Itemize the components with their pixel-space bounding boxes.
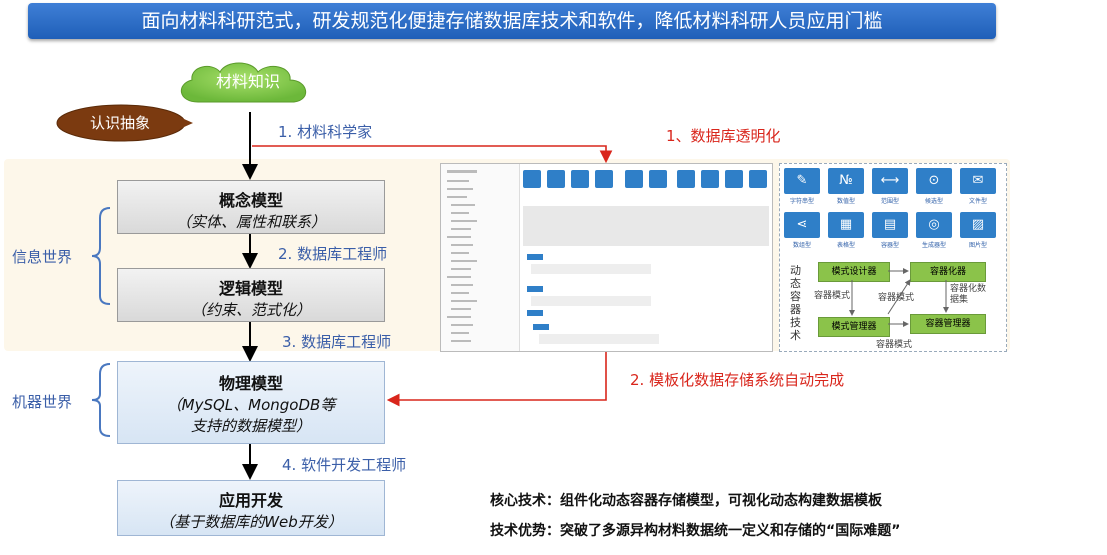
component-tile-icon: ▨ xyxy=(960,212,996,238)
logic-model-sub: （约束、范式化） xyxy=(190,301,311,319)
red-label-1: 1、数据库透明化 xyxy=(666,127,781,145)
app-dev-box: 应用开发 （基于数据库的Web开发） xyxy=(117,480,385,536)
machine-world-label: 机器世界 xyxy=(12,393,73,411)
app-dev-sub: （基于数据库的Web开发） xyxy=(159,513,343,531)
component-tile-label: 字符串型 xyxy=(789,198,814,205)
concept-model-title: 概念模型 xyxy=(218,191,283,210)
component-tile-label: 文件型 xyxy=(968,198,987,205)
component-tile-label: 数值型 xyxy=(836,198,855,205)
container-mode-label-middle: 容器模式 xyxy=(878,293,915,303)
physical-model-title: 物理模型 xyxy=(218,374,283,393)
editor-tree-panel xyxy=(441,164,520,351)
container-data-label: 容器化数据集 xyxy=(950,284,987,305)
logic-model-title: 逻辑模型 xyxy=(218,279,283,298)
container-mode-label-left: 容器模式 xyxy=(814,291,851,301)
component-tile-icon: ⋖ xyxy=(784,212,820,238)
step-1-label: 1. 材料科学家 xyxy=(278,123,373,141)
containerizer-box: 容器化器 xyxy=(910,262,986,282)
physical-model-sub1: （MySQL、MongoDB等 xyxy=(166,396,336,414)
component-tile-icon: ⟷ xyxy=(872,168,908,194)
container-flow-arrows xyxy=(849,268,949,327)
container-manager-box: 容器管理器 xyxy=(910,314,986,334)
physical-model-box: 物理模型 （MySQL、MongoDB等 支持的数据模型） xyxy=(117,361,385,444)
step-2-label: 2. 数据库工程师 xyxy=(278,245,388,263)
container-mode-label-bottom: 容器模式 xyxy=(876,340,913,350)
component-tile-label: 候选型 xyxy=(924,198,943,205)
step-4-label: 4. 软件开发工程师 xyxy=(282,456,407,474)
component-tile-label: 表格型 xyxy=(836,242,855,249)
info-world-label: 信息世界 xyxy=(12,248,73,266)
cloud-label: 材料知识 xyxy=(215,72,280,91)
template-editor-screenshot xyxy=(440,163,773,352)
component-tile-icon: ✉ xyxy=(960,168,996,194)
schema-designer-box: 模式设计器 xyxy=(818,262,890,282)
component-tile-label: 容器型 xyxy=(880,242,899,249)
component-tile-icon: № xyxy=(828,168,864,194)
component-tile-label: 范围型 xyxy=(880,198,899,205)
editor-toolbar-icons xyxy=(523,170,767,188)
abstraction-ellipse xyxy=(56,104,193,142)
technology-advantage-text: 技术优势：突破了多源异构材料数据统一定义和存储的“国际难题” xyxy=(490,523,901,539)
page-title-banner: 面向材料科研范式，研发规范化便捷存储数据库技术和软件，降低材料科研人员应用门槛 xyxy=(28,3,996,39)
knowledge-cloud-icon xyxy=(181,62,306,103)
abstraction-label: 认识抽象 xyxy=(89,114,150,132)
component-tile-label: 数组型 xyxy=(792,242,811,249)
editor-form-area xyxy=(523,206,769,344)
schema-manager-box: 模式管理器 xyxy=(818,317,890,337)
core-technology-text: 核心技术：组件化动态容器存储模型，可视化动态构建数据模板 xyxy=(490,493,882,509)
component-tile-icon: ✎ xyxy=(784,168,820,194)
physical-model-sub2: 支持的数据模型） xyxy=(190,417,311,435)
concept-model-box: 概念模型 （实体、属性和联系） xyxy=(117,180,385,234)
component-tile-label: 图片型 xyxy=(968,242,987,249)
component-tile-icon: ◎ xyxy=(916,212,952,238)
red-label-2: 2. 模板化数据存储系统自动完成 xyxy=(630,371,845,389)
step-3-label: 3. 数据库工程师 xyxy=(282,333,392,351)
app-dev-title: 应用开发 xyxy=(218,491,283,510)
component-tile-label: 生成器型 xyxy=(921,242,946,249)
logic-model-box: 逻辑模型 （约束、范式化） xyxy=(117,268,385,322)
component-tile-icon: ▦ xyxy=(828,212,864,238)
component-tile-icon: ▤ xyxy=(872,212,908,238)
component-tile-icon: ⊙ xyxy=(916,168,952,194)
dynamic-container-panel: ✎ 字符串型 № 数值型 ⟷ 范围型 ⊙ 候选型 ✉ 文件型 ⋖ 数组型 ▦ 表格型 ▤ 容器型 ◎ 生成器型 ▨ 图… xyxy=(779,163,1007,352)
dynamic-container-vertical-label: 动态容器技术 xyxy=(790,264,801,342)
concept-model-sub: （实体、属性和联系） xyxy=(175,213,326,231)
